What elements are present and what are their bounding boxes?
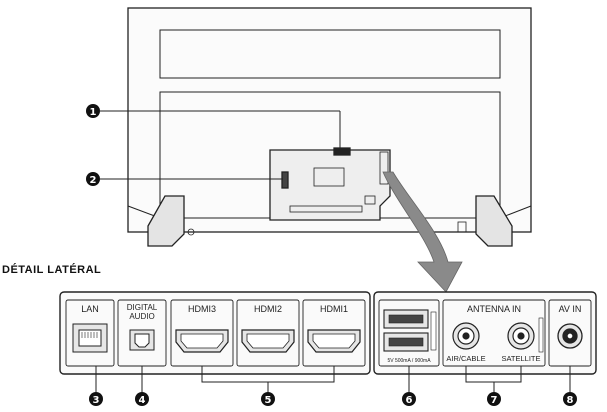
left-stand xyxy=(147,195,185,247)
antenna-ports xyxy=(452,317,544,353)
tv-back xyxy=(127,7,532,247)
top-leaders xyxy=(100,110,341,180)
digital-audio-label-line1: DIGITAL xyxy=(127,303,158,312)
right-stand xyxy=(475,195,513,247)
svg-text:6: 6 xyxy=(406,395,413,406)
satellite-label: SATELLITE xyxy=(501,354,540,363)
lan-box xyxy=(65,299,115,367)
svg-text:4: 4 xyxy=(139,395,146,406)
usb-rating-label: 5V 500mA / 900mA xyxy=(387,358,431,364)
svg-text:3: 3 xyxy=(93,395,100,406)
svg-text:1: 1 xyxy=(90,107,97,118)
digital-audio-label-line2: AUDIO xyxy=(129,312,154,321)
av-in-label: AV IN xyxy=(559,304,582,314)
usb-ports xyxy=(383,309,437,352)
digital-audio-port xyxy=(129,329,155,351)
hdmi2-label: HDMI2 xyxy=(254,304,282,314)
lan-label: LAN xyxy=(81,304,99,314)
svg-text:5: 5 xyxy=(265,395,272,406)
antenna-in-label: ANTENNA IN xyxy=(467,304,521,314)
callout-7: 7 xyxy=(487,392,501,406)
hdmi-ports xyxy=(175,329,361,353)
callout-8: 8 xyxy=(563,392,577,406)
hdmi2-box xyxy=(236,299,300,367)
right-bracket xyxy=(457,221,467,233)
svg-text:7: 7 xyxy=(491,395,498,406)
callout-2: 2 xyxy=(86,172,100,186)
tv-port-row xyxy=(289,205,363,213)
hdmi1-label: HDMI1 xyxy=(320,304,348,314)
tv-port-small xyxy=(364,195,376,205)
antenna-box xyxy=(442,299,546,367)
lan-port xyxy=(72,323,108,353)
bottom-leaders xyxy=(95,366,571,392)
tv-connector-box xyxy=(269,149,391,221)
zoom-arrow xyxy=(382,171,463,293)
arrow-body xyxy=(382,171,463,293)
callout-3: 3 xyxy=(89,392,103,406)
callout-1: 1 xyxy=(86,104,100,118)
tv-side-ports xyxy=(379,151,389,185)
tv-top-slot xyxy=(333,147,351,156)
callout-4: 4 xyxy=(135,392,149,406)
left-screw xyxy=(187,228,195,236)
detail-panel-right xyxy=(373,291,597,375)
detail-right-outer xyxy=(373,291,597,375)
tv-side-slot xyxy=(281,171,289,189)
section-title: DÉTAIL LATÉRAL xyxy=(2,263,101,276)
callout-6: 6 xyxy=(402,392,416,406)
hdmi3-label: HDMI3 xyxy=(188,304,216,314)
av-in-port xyxy=(557,323,583,349)
tv-upper-panel xyxy=(159,29,501,79)
svg-text:2: 2 xyxy=(90,175,97,186)
air-cable-label: AIR/CABLE xyxy=(446,354,485,363)
tv-connector-label xyxy=(313,167,345,187)
callout-5: 5 xyxy=(261,392,275,406)
svg-text:8: 8 xyxy=(567,395,574,406)
